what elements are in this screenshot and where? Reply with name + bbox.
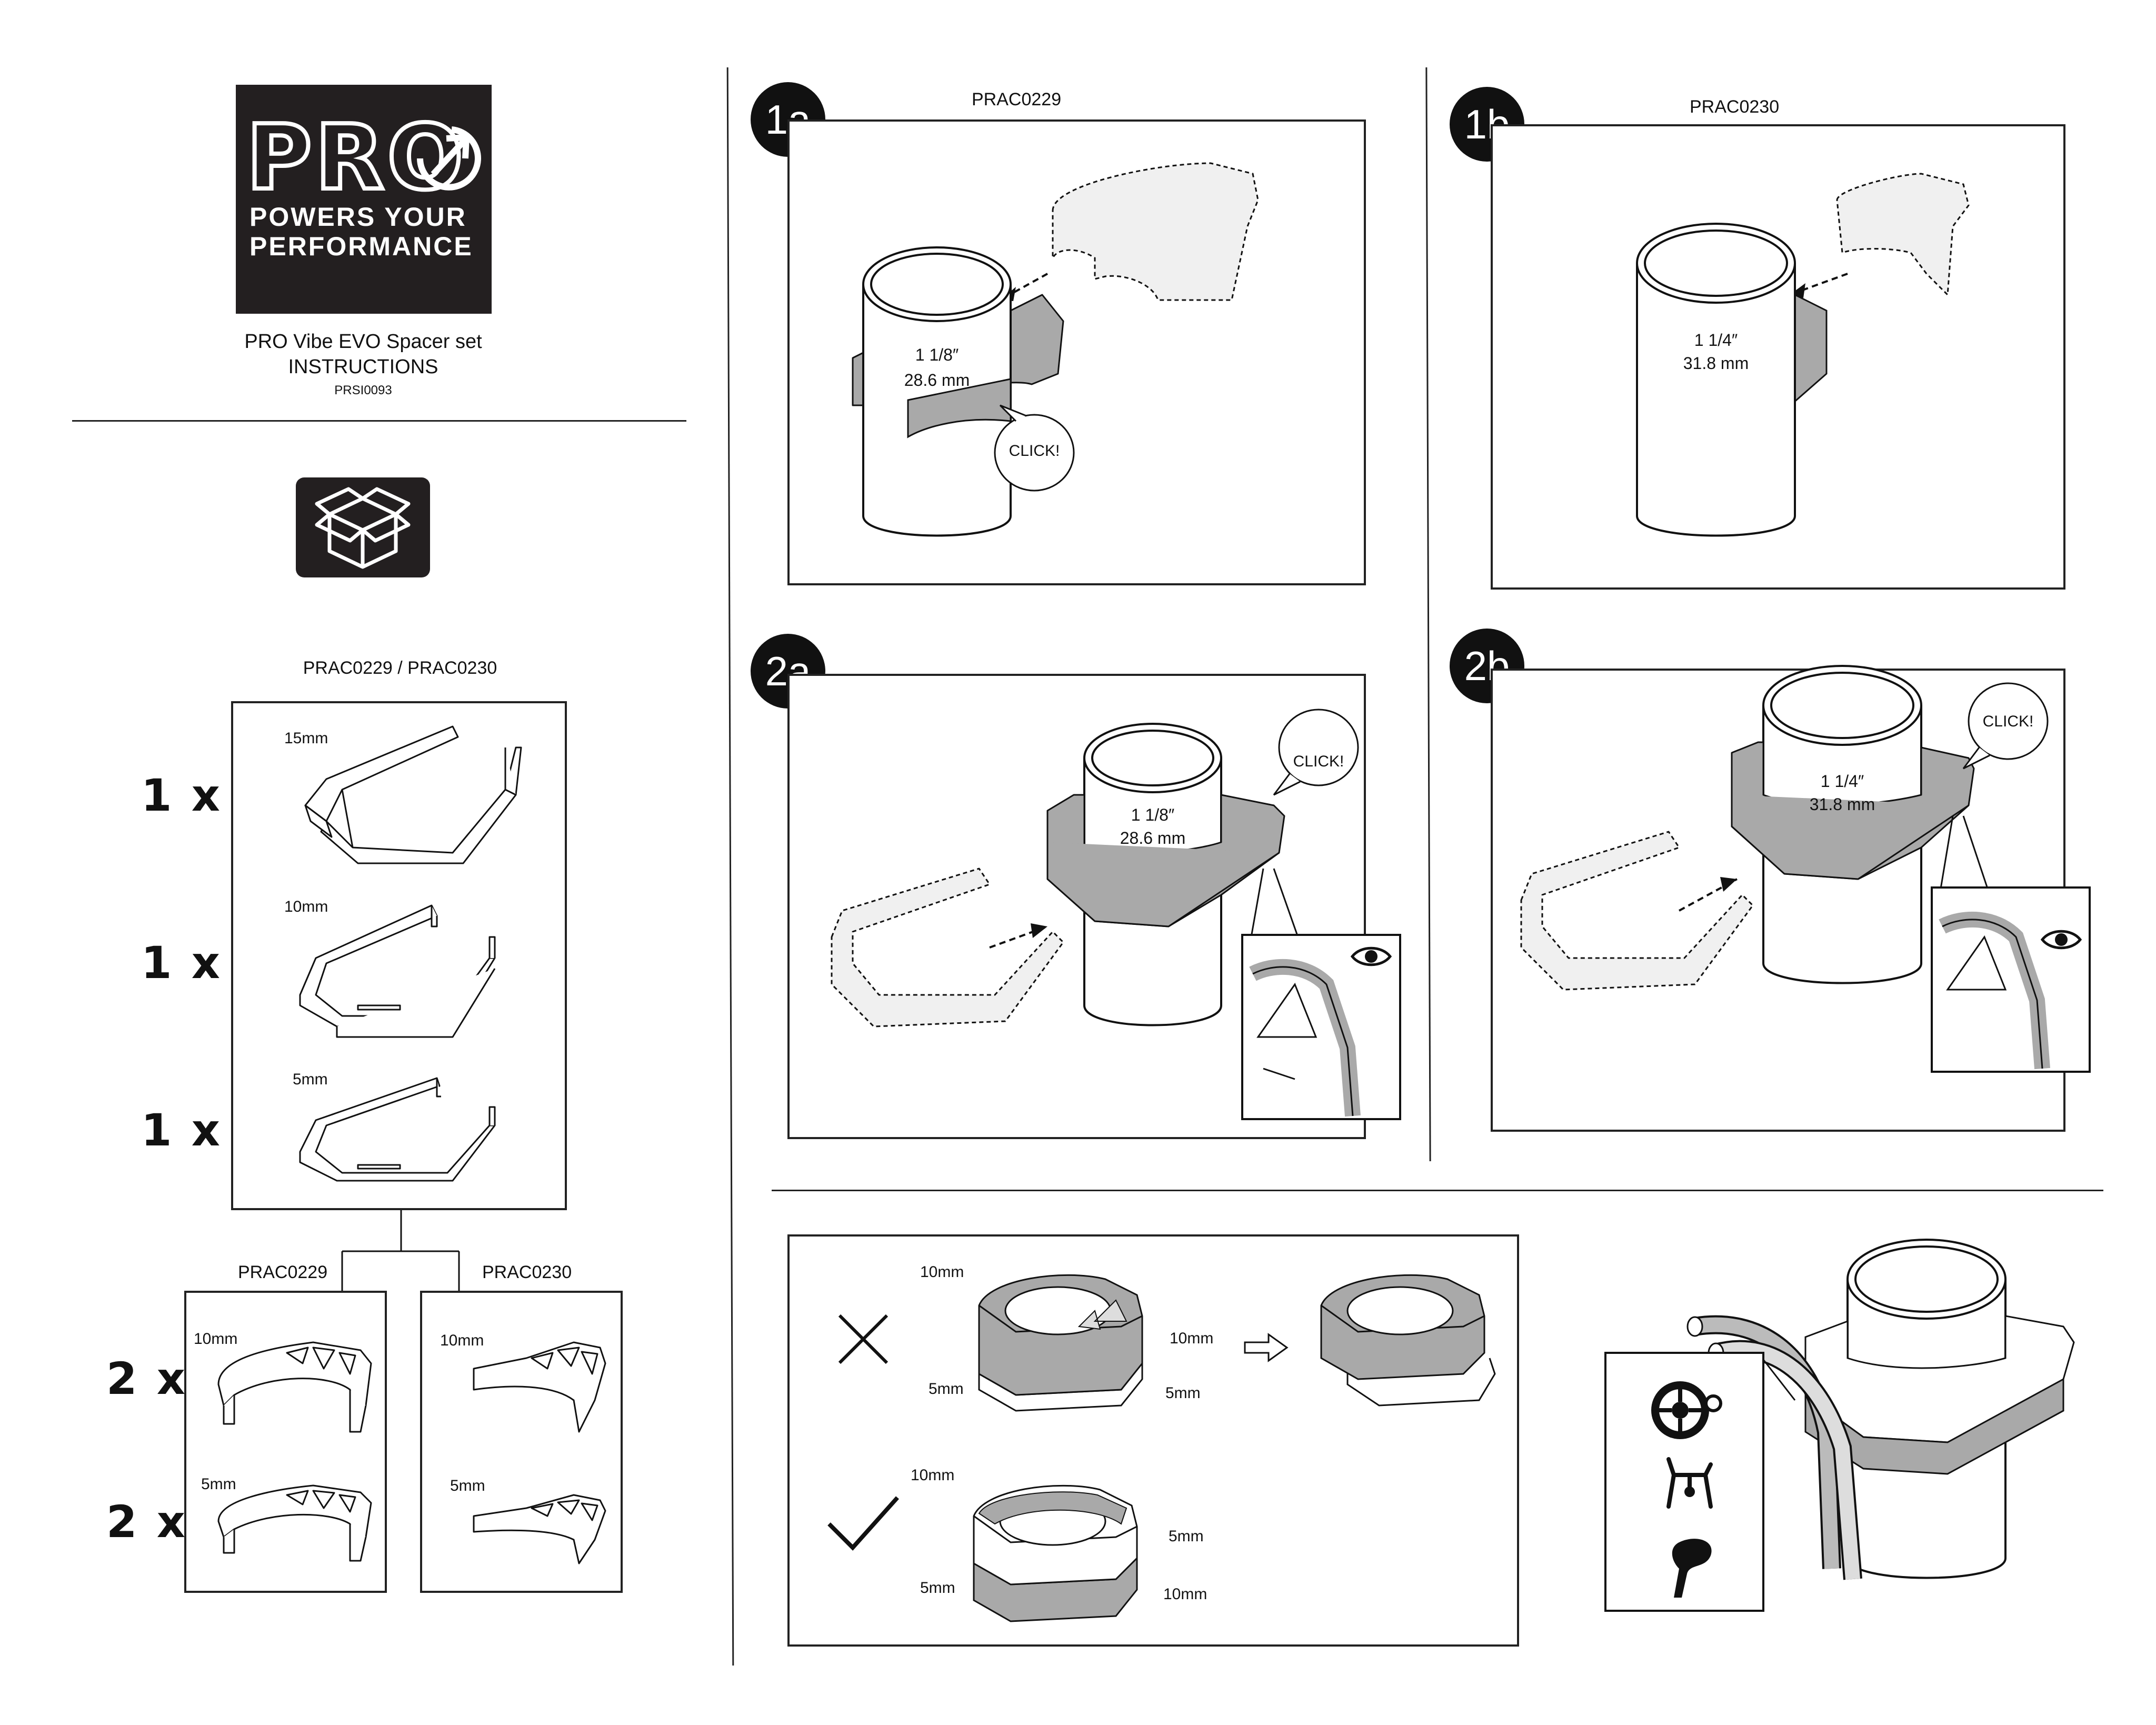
spacer-15mm-illustration (304, 725, 522, 864)
step-1a-size-mm: 28.6 mm (904, 371, 970, 390)
clip-b-10mm-illustration (473, 1341, 606, 1433)
correct-label-top-left: 10mm (911, 1467, 955, 1484)
pro-logo: PRO POWERS YOUR PERFORMANCE (236, 85, 492, 314)
package-contents-icon (296, 477, 430, 577)
step-1a-click-callout: CLICK! (1009, 442, 1060, 460)
left-divider (72, 420, 686, 422)
step-1b-code: PRAC0230 (1690, 97, 1780, 117)
size-label-10mm: 10mm (284, 898, 328, 915)
clip-group-a-code: PRAC0229 (238, 1262, 328, 1282)
step-2a-illustration (831, 709, 1401, 1120)
column-divider-2 (1425, 67, 1431, 1161)
correct-label-bottom-right: 10mm (1163, 1586, 1207, 1603)
step-1b-illustration (1636, 173, 1970, 537)
qty-spacer-15: 1 x (141, 770, 222, 821)
qty-clip-10: 2 x (106, 1353, 187, 1404)
logo-arrow-icon (417, 126, 481, 191)
correct-label-bottom-left: 5mm (920, 1579, 955, 1597)
wrong-label-top-left: 10mm (920, 1263, 964, 1281)
size-label-5mm: 5mm (293, 1071, 328, 1088)
clip-b-5mm-illustration (473, 1494, 606, 1564)
rim-brake-caliper-icon (1666, 1457, 1713, 1509)
eye-icon (2040, 930, 2082, 950)
cable-routing-illustration (1604, 1239, 2075, 1612)
instructions-title: INSTRUCTIONS (288, 356, 438, 378)
step-2b-size-in: 1 1/4″ (1820, 772, 1864, 791)
wrong-cross-icon (838, 1314, 889, 1364)
clip-b-5mm-label: 5mm (450, 1477, 485, 1494)
spacer-5mm-illustration (299, 1077, 496, 1182)
step-2b-illustration (1520, 665, 2091, 1073)
product-title: PRO Vibe EVO Spacer set (244, 331, 482, 353)
wrong-result-illustration (1320, 1274, 1496, 1407)
clip-a-5mm-illustration (217, 1484, 372, 1562)
contents-header-code: PRAC0229 / PRAC0230 (303, 658, 497, 678)
wrong-label-bottom-right: 5mm (1165, 1384, 1201, 1402)
column-divider-1 (726, 67, 734, 1666)
brake-lever-icon (1672, 1539, 1712, 1598)
arrow-right-icon (1244, 1333, 1289, 1362)
clip-a-10mm-label: 10mm (194, 1330, 238, 1348)
qty-clip-5: 2 x (106, 1496, 187, 1548)
wrong-stack-illustration (978, 1274, 1143, 1412)
step-1a-size-in: 1 1/8″ (915, 345, 959, 364)
eye-icon (1350, 946, 1392, 966)
contents-tree-connector (341, 1210, 460, 1294)
step-1a-code: PRAC0229 (972, 89, 1062, 109)
clip-group-b-code: PRAC0230 (482, 1262, 572, 1282)
wrong-label-bottom-left: 5mm (929, 1380, 964, 1398)
step-2a-size-mm: 28.6 mm (1120, 829, 1186, 847)
step-1b-size-in: 1 1/4″ (1694, 331, 1738, 350)
correct-check-icon (827, 1496, 899, 1551)
step-2b-size-mm: 31.8 mm (1809, 795, 1875, 814)
clip-a-10mm-illustration (217, 1341, 372, 1433)
qty-spacer-10: 1 x (141, 937, 222, 989)
disc-brake-rotor-icon (1651, 1381, 1722, 1439)
logo-wordmark: PRO (244, 104, 467, 212)
logo-tagline-1: POWERS YOUR (249, 202, 467, 232)
correct-stack-illustration (973, 1484, 1138, 1622)
size-label-15mm: 15mm (284, 730, 328, 747)
bottom-section-divider (772, 1190, 2103, 1191)
document-code: PRSI0093 (334, 383, 392, 397)
clip-a-5mm-label: 5mm (201, 1475, 236, 1493)
step-2b-click-callout: CLICK! (1982, 713, 2034, 730)
spacer-10mm-illustration (299, 904, 496, 1038)
step-2a-click-callout: CLICK! (1293, 753, 1344, 770)
qty-spacer-5: 1 x (141, 1104, 222, 1156)
wrong-label-right: 10mm (1170, 1330, 1214, 1347)
step-2a-size-in: 1 1/8″ (1131, 805, 1175, 824)
step-1b-size-mm: 31.8 mm (1683, 354, 1749, 373)
step-1a-illustration (852, 162, 1259, 537)
clip-b-10mm-label: 10mm (440, 1332, 484, 1349)
logo-tagline-2: PERFORMANCE (249, 232, 473, 261)
correct-label-right: 5mm (1169, 1528, 1204, 1545)
